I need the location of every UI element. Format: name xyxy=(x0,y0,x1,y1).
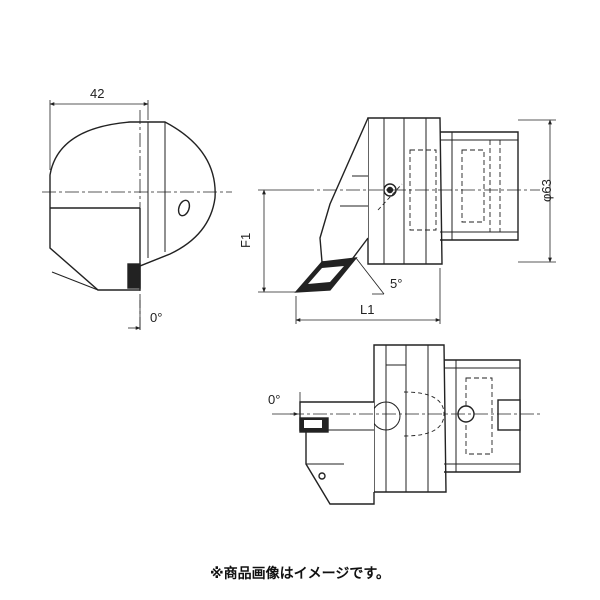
dim-diameter-63: φ63 xyxy=(539,179,554,202)
dim-angle-5: 5° xyxy=(390,276,402,291)
front-view xyxy=(42,100,232,330)
dim-l1: L1 xyxy=(360,302,374,317)
dim-angle-bottom: 0° xyxy=(268,392,280,407)
dim-width-42: 42 xyxy=(90,86,104,101)
technical-drawing: 42 0° xyxy=(42,86,556,505)
side-view xyxy=(258,117,556,324)
top-view xyxy=(272,344,540,505)
image-caption: ※商品画像はイメージです。 xyxy=(210,566,390,582)
dim-angle-front: 0° xyxy=(150,310,162,325)
dim-f1: F1 xyxy=(238,233,253,248)
